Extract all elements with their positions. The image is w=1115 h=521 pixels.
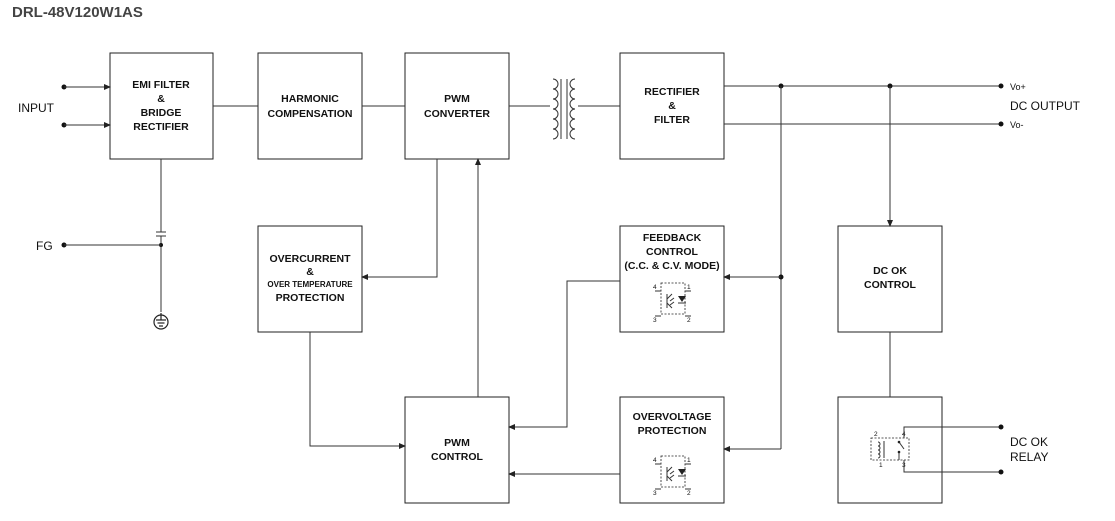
emi-filter-label-3: BRIDGE: [141, 107, 182, 119]
relay-icon: [870, 437, 910, 461]
overcurrent-label-4: PROTECTION: [276, 292, 345, 304]
opto-fb-pin-3: 3: [653, 317, 657, 324]
opto-fb-pin-1: 1: [687, 284, 691, 291]
earth-ground-icon: [153, 313, 169, 330]
pwm-control-block: [404, 396, 510, 504]
emi-filter-block: [109, 52, 214, 160]
relay-pin-2: 2: [874, 431, 878, 438]
opto-ov-pin-1: 1: [687, 457, 691, 464]
overvoltage-label-2: PROTECTION: [638, 425, 707, 437]
input-label: INPUT: [18, 101, 55, 115]
opto-ov-pin-4: 4: [653, 457, 657, 464]
optocoupler-overvoltage-icon: [655, 455, 691, 490]
overcurrent-label-3: OVER TEMPERATURE: [267, 280, 353, 289]
diagram-title: DRL-48V120W1AS: [12, 4, 143, 21]
feedback-label-2: CONTROL: [646, 246, 698, 258]
relay-terminal-top: [998, 424, 1004, 430]
rectifier-label-3: FILTER: [654, 114, 690, 126]
dc-ok-control-block: [837, 225, 943, 333]
vo-minus-label: Vo-: [1010, 120, 1024, 130]
feedback-label-3: (C.C. & C.V. MODE): [624, 260, 719, 272]
dc-ok-relay-label-2: RELAY: [1010, 450, 1048, 464]
feedback-label-1: FEEDBACK: [643, 232, 702, 244]
opto-ov-pin-3: 3: [653, 490, 657, 497]
dc-ok-control-label-2: CONTROL: [864, 279, 916, 291]
emi-filter-label-4: RECTIFIER: [133, 121, 189, 133]
harmonic-label-1: HARMONIC: [281, 93, 339, 105]
optocoupler-feedback-icon: [655, 282, 691, 317]
relay-terminal-bottom: [998, 469, 1004, 475]
vo-minus-terminal: [998, 121, 1004, 127]
pwm-converter-label-1: PWM: [444, 93, 470, 105]
rectifier-filter-block: [619, 52, 725, 160]
emi-filter-label-2: &: [157, 93, 165, 105]
dc-output-label: DC OUTPUT: [1010, 99, 1081, 113]
overcurrent-label-1: OVERCURRENT: [269, 253, 351, 265]
relay-pin-1: 1: [879, 462, 883, 469]
fg-label: FG: [36, 239, 53, 253]
dc-ok-control-label-1: DC OK: [873, 265, 907, 277]
opto-fb-pin-4: 4: [653, 284, 657, 291]
line-overcurrent-to-pwm-control: [309, 332, 406, 449]
rectifier-label-1: RECTIFIER: [644, 86, 700, 98]
line-feedback-to-pwm-control: [508, 280, 620, 430]
vo-plus-terminal: [998, 83, 1004, 89]
line-pwm-to-overcurrent: [361, 159, 438, 280]
opto-fb-pin-2: 2: [687, 317, 691, 324]
pwm-control-label-1: PWM: [444, 437, 470, 449]
emi-filter-label-1: EMI FILTER: [132, 79, 190, 91]
overcurrent-protection-block: [257, 225, 363, 333]
dc-ok-relay-label-1: DC OK: [1010, 435, 1048, 449]
pwm-converter-block: [404, 52, 510, 160]
harmonic-compensation-block: [257, 52, 363, 160]
vo-plus-label: Vo+: [1010, 82, 1026, 92]
overcurrent-label-2: &: [306, 266, 314, 278]
pwm-converter-label-2: CONVERTER: [424, 108, 490, 120]
transformer-icon: [552, 78, 576, 140]
rectifier-label-2: &: [668, 100, 676, 112]
dc-ok-relay-block: [837, 396, 943, 504]
opto-ov-pin-2: 2: [687, 490, 691, 497]
relay-output-line-top: [903, 426, 1001, 438]
overvoltage-protection-block: [619, 396, 725, 504]
relay-output-line-bottom: [903, 460, 1001, 473]
overvoltage-label-1: OVERVOLTAGE: [633, 411, 712, 423]
pwm-control-label-2: CONTROL: [431, 451, 483, 463]
harmonic-label-2: COMPENSATION: [268, 108, 353, 120]
